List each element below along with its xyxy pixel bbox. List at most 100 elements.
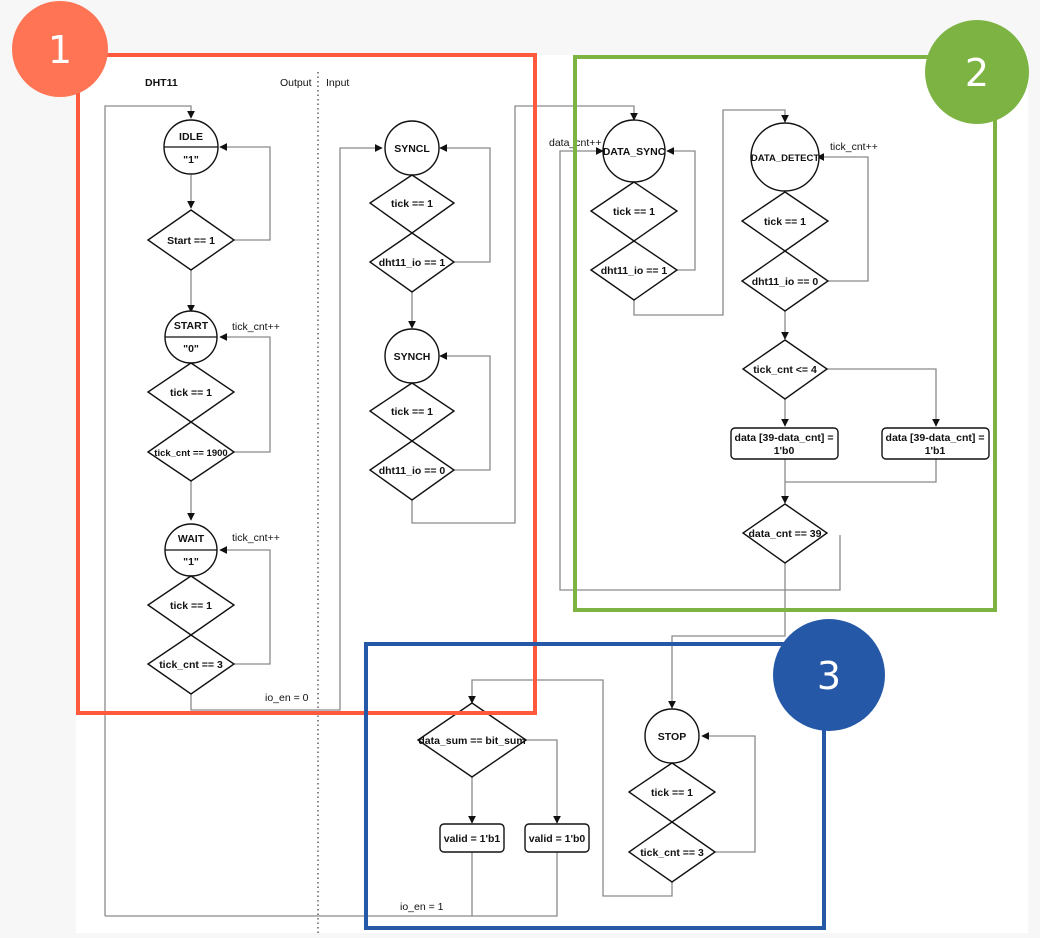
decision-checksum[interactable]: data_sum == bit_sum — [416, 702, 528, 778]
edge-to-stop — [668, 563, 786, 709]
edge-valid0-return — [472, 852, 558, 917]
process-bit0-line2: 1'b0 — [774, 445, 795, 457]
edge-syncl-loop — [439, 144, 491, 263]
edge-start-loop — [219, 333, 271, 453]
decision-synch-tick-label: tick == 1 — [391, 406, 433, 418]
state-start-value: "0" — [183, 343, 199, 355]
decision-stop-tick[interactable]: tick == 1 — [627, 762, 717, 823]
decision-wait-tick-label: tick == 1 — [170, 600, 212, 612]
decision-synch-io-label: dht11_io == 0 — [379, 465, 446, 477]
decision-ds-tick-label: tick == 1 — [613, 206, 655, 218]
decision-wait-cnt[interactable]: tick_cnt == 3 — [146, 634, 236, 695]
edge-data-sync-loop — [666, 147, 696, 271]
process-valid1-label: valid = 1'b1 — [444, 833, 501, 845]
state-wait[interactable]: WAIT "1" — [164, 523, 218, 577]
decision-dd-tick[interactable]: tick == 1 — [740, 191, 830, 252]
annotation-badge-2: 2 — [925, 20, 1029, 124]
edge-data-detect-loop — [816, 153, 869, 282]
edge-data-sync-to-detect — [633, 109, 789, 316]
state-idle-value: "1" — [183, 154, 199, 166]
state-syncl-name: SYNCL — [394, 143, 430, 155]
decision-syncl-tick[interactable]: tick == 1 — [368, 174, 456, 234]
diagram-canvas — [76, 55, 1028, 933]
label-start-tick-inc: tick_cnt++ — [232, 321, 280, 333]
edge-synch-loop — [439, 352, 491, 471]
edges — [104, 105, 940, 917]
state-synch-name: SYNCH — [394, 351, 431, 363]
process-bit1[interactable]: data [39-data_cnt] = 1'b1 — [881, 427, 990, 460]
decision-dd-io[interactable]: dht11_io == 0 — [740, 250, 830, 312]
state-idle-name: IDLE — [179, 131, 203, 143]
edge-return-to-idle — [104, 105, 195, 916]
lane-label-input: Input — [326, 77, 349, 89]
annotation-badge-3-number: 3 — [817, 654, 841, 698]
process-bit0-line1: data [39-data_cnt] = — [735, 432, 834, 444]
edge-to-bit1 — [827, 368, 940, 427]
decision-start-cnt[interactable]: tick_cnt == 1900 — [146, 421, 236, 482]
state-syncl[interactable]: SYNCL — [384, 120, 440, 176]
state-data-sync[interactable]: DATA_SYNC — [602, 119, 666, 183]
decision-wait-cnt-label: tick_cnt == 3 — [159, 659, 223, 671]
state-wait-value: "1" — [183, 556, 199, 568]
edge-to-valid0 — [526, 739, 561, 824]
annotation-frame-3 — [364, 642, 826, 930]
state-idle[interactable]: IDLE "1" — [163, 119, 219, 175]
process-bit1-line1: data [39-data_cnt] = — [886, 432, 985, 444]
annotation-badge-1-number: 1 — [48, 28, 72, 72]
label-io-en-0: io_en = 0 — [265, 692, 309, 704]
annotation-badge-3: 3 — [773, 619, 885, 731]
state-start-name: START — [174, 320, 209, 332]
state-data-detect-name: DATA_DETECT — [751, 153, 819, 164]
decision-stop-cnt-label: tick_cnt == 3 — [640, 847, 704, 859]
process-bit1-line2: 1'b1 — [925, 445, 946, 457]
decision-data-cnt-39[interactable]: data_cnt == 39 — [741, 503, 829, 564]
decision-stop-cnt[interactable]: tick_cnt == 3 — [627, 821, 717, 883]
decision-synch-io[interactable]: dht11_io == 0 — [368, 440, 456, 501]
annotation-badge-2-number: 2 — [965, 51, 989, 95]
state-stop[interactable]: STOP — [644, 708, 700, 764]
diagram-title: DHT11 — [145, 77, 178, 89]
label-io-en-1: io_en = 1 — [400, 901, 444, 913]
decision-syncl-tick-label: tick == 1 — [391, 198, 433, 210]
process-valid1[interactable]: valid = 1'b1 — [439, 823, 505, 853]
decision-start[interactable]: Start == 1 — [146, 209, 236, 271]
decision-synch-tick[interactable]: tick == 1 — [368, 382, 456, 442]
decision-ds-tick[interactable]: tick == 1 — [589, 181, 679, 242]
label-detect-tick-inc: tick_cnt++ — [830, 141, 878, 153]
edge-bit1-merge — [785, 459, 937, 483]
edge-synch-to-data-sync — [411, 105, 638, 524]
decision-syncl-io-label: dht11_io == 1 — [379, 257, 446, 269]
process-bit0[interactable]: data [39-data_cnt] = 1'b0 — [730, 427, 839, 460]
decision-wait-tick[interactable]: tick == 1 — [146, 575, 236, 636]
decision-ds-io[interactable]: dht11_io == 1 — [589, 240, 679, 301]
decision-start-label: Start == 1 — [167, 235, 215, 247]
state-data-sync-name: DATA_SYNC — [603, 146, 666, 158]
state-synch[interactable]: SYNCH — [384, 328, 440, 384]
annotation-frame-2 — [573, 55, 997, 612]
process-valid0-label: valid = 1'b0 — [529, 833, 586, 845]
decision-start-cnt-label: tick_cnt == 1900 — [154, 448, 227, 459]
edge-stop-loop — [701, 732, 756, 853]
decision-ds-io-label: dht11_io == 1 — [601, 265, 668, 277]
decision-start-tick[interactable]: tick == 1 — [146, 362, 236, 423]
decision-dd-tick-label: tick == 1 — [764, 216, 806, 228]
process-valid0[interactable]: valid = 1'b0 — [524, 823, 590, 853]
decision-tick-cnt-le4[interactable]: tick_cnt <= 4 — [741, 339, 829, 400]
edge-start-check-loop — [219, 143, 271, 241]
edge-wait-loop — [219, 546, 271, 665]
annotation-frame-1 — [76, 53, 537, 715]
edge-wait-to-syncl — [190, 144, 383, 711]
annotation-badge-1: 1 — [12, 1, 108, 97]
decision-syncl-io[interactable]: dht11_io == 1 — [368, 232, 456, 293]
state-start[interactable]: START "0" — [164, 310, 218, 364]
label-wait-tick-inc: tick_cnt++ — [232, 532, 280, 544]
decision-start-tick-label: tick == 1 — [170, 387, 212, 399]
state-data-detect[interactable]: DATA_DETECT — [750, 122, 820, 192]
decision-data-cnt-39-label: data_cnt == 39 — [749, 528, 822, 540]
decision-dd-io-label: dht11_io == 0 — [752, 276, 819, 288]
decision-tick-cnt-le4-label: tick_cnt <= 4 — [753, 364, 817, 376]
state-wait-name: WAIT — [178, 533, 205, 545]
state-stop-name: STOP — [658, 731, 686, 743]
